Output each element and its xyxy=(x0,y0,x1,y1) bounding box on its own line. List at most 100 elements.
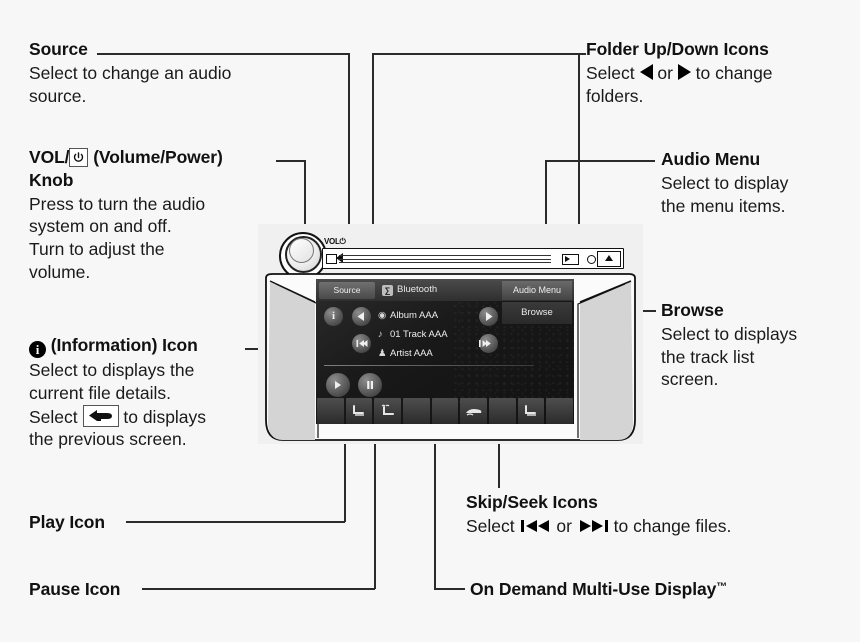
pause-icon-button[interactable] xyxy=(358,373,382,397)
track-row: ◉Album AAA xyxy=(378,310,438,321)
skip-back-icon-button[interactable] xyxy=(352,334,371,353)
leader-folder2-h xyxy=(372,53,578,55)
track-row-text: Album AAA xyxy=(390,310,439,321)
source-button[interactable]: Source xyxy=(319,282,375,299)
front-defrost-icon xyxy=(465,409,482,416)
callout-folder-suffix: to change xyxy=(690,62,773,83)
track-row: ♟Artist AAA xyxy=(378,348,433,359)
callout-browse-line: Select to displays xyxy=(661,323,798,344)
callout-vol-power: VOL/ (Volume/Power) Knob Press to turn t… xyxy=(29,146,223,284)
information-icon-button[interactable]: i xyxy=(324,307,343,326)
callout-browse-line: the track list xyxy=(661,346,755,367)
callout-browse-line: screen. xyxy=(661,369,719,390)
callout-vol-prefix: VOL/ xyxy=(29,147,70,167)
climate-button[interactable] xyxy=(403,398,430,424)
climate-button-bar[interactable] xyxy=(316,398,574,424)
knob-inner-face xyxy=(289,238,314,263)
callout-skip-seek-title: Skip/Seek Icons xyxy=(466,492,598,512)
leader-play-v xyxy=(344,394,346,522)
climate-button[interactable] xyxy=(546,398,574,424)
bluetooth-icon: ∑ xyxy=(382,285,393,296)
callout-information-body: Select to displays the current file deta… xyxy=(29,359,206,451)
callout-folder-line1: Select or to change xyxy=(586,62,773,85)
climate-button-seat-heater[interactable] xyxy=(517,398,545,424)
triangle-left-icon xyxy=(639,63,653,80)
slot-line xyxy=(339,255,551,257)
climate-button[interactable] xyxy=(317,398,344,424)
rear-defrost-icon xyxy=(381,404,394,415)
album-icon: ◉ xyxy=(378,310,387,321)
callout-information: i (Information) Icon Select to displays … xyxy=(29,334,206,451)
bluetooth-label: Bluetooth xyxy=(397,284,438,295)
callout-audio-menu: Audio Menu Select to display the menu it… xyxy=(661,148,788,217)
knob-label-text: VOL xyxy=(324,237,340,246)
browse-button[interactable]: Browse xyxy=(502,302,572,324)
track-row-text: 01 Track AAA xyxy=(390,329,448,340)
callout-browse-title: Browse xyxy=(661,300,724,320)
leader-source-h xyxy=(97,53,350,55)
callout-pause-icon: Pause Icon xyxy=(29,578,121,601)
callout-information-title-text: (Information) Icon xyxy=(50,335,198,355)
skip-forward-icon-button[interactable] xyxy=(479,334,498,353)
artist-icon: ♟ xyxy=(378,348,387,359)
skip-forward-icon xyxy=(577,517,609,540)
leader-folder-v xyxy=(578,53,580,275)
screen-divider xyxy=(324,365,534,367)
track-row-text: Artist AAA xyxy=(390,348,433,359)
leader-ondemand-v xyxy=(434,434,436,589)
callout-source-title: Source xyxy=(29,39,88,59)
callout-skip-or: or xyxy=(551,515,577,536)
leader-audiomenu-v xyxy=(545,160,547,280)
climate-button-rear-defrost[interactable] xyxy=(374,398,402,424)
callout-information-line-with-icon: Select to displays xyxy=(29,404,207,429)
callout-audio-menu-body: Select to display the menu items. xyxy=(661,172,788,218)
folder-down-icon-button[interactable] xyxy=(352,307,371,326)
callout-vol-power-body: Press to turn the audio system on and of… xyxy=(29,193,223,284)
eject-button[interactable] xyxy=(597,250,621,267)
triangle-right-icon xyxy=(677,63,691,80)
leader-pause-v xyxy=(374,394,376,589)
slot-line xyxy=(339,258,551,260)
callout-skip-prefix: Select xyxy=(466,515,520,536)
skip-back-icon xyxy=(520,517,552,540)
leader-audiomenu-h xyxy=(545,160,655,162)
callout-skip-suffix: to change files. xyxy=(608,515,732,536)
callout-audio-menu-title: Audio Menu xyxy=(661,149,761,169)
callout-information-suffix: to displays xyxy=(118,406,207,427)
callout-folder-title: Folder Up/Down Icons xyxy=(586,39,769,59)
callout-source-body: Select to change an audio source. xyxy=(29,62,231,108)
leader-pause-h xyxy=(142,588,375,590)
climate-button[interactable] xyxy=(489,398,516,424)
slot-right-tag-icon xyxy=(562,253,579,265)
callout-folder-up-down: Folder Up/Down Icons Select or to change… xyxy=(586,38,773,107)
climate-button[interactable] xyxy=(431,398,459,424)
climate-button-seat-heater[interactable] xyxy=(345,398,373,424)
callout-folder-line2: folders. xyxy=(586,85,644,106)
callout-on-demand-text: On Demand Multi-Use Display xyxy=(470,579,717,599)
folder-up-icon-button[interactable] xyxy=(479,307,498,326)
back-arrow-icon xyxy=(82,404,119,427)
play-icon-button[interactable] xyxy=(326,373,350,397)
callout-folder-body: Select or to change folders. xyxy=(586,62,773,108)
callout-play-icon-title: Play Icon xyxy=(29,512,105,532)
callout-skip-seek-body: Select or to change files. xyxy=(466,515,731,540)
audio-menu-button[interactable]: Audio Menu xyxy=(502,281,572,300)
information-icon: i xyxy=(29,341,46,358)
disc-slot[interactable] xyxy=(322,248,624,269)
callout-information-title: i (Information) Icon xyxy=(29,334,206,358)
track-row: ♪01 Track AAA xyxy=(378,329,448,340)
leader-ondemand-h xyxy=(434,588,465,590)
callout-information-prefix: Select xyxy=(29,406,83,427)
callout-on-demand-display-title: On Demand Multi-Use Display™ xyxy=(470,578,727,601)
slot-aux-jack-icon xyxy=(587,254,596,264)
callout-source-line: source. xyxy=(29,85,87,106)
leader-vol-h xyxy=(276,160,306,162)
climate-button-front-defrost[interactable] xyxy=(460,398,488,424)
trademark-symbol: ™ xyxy=(716,581,728,593)
callout-audio-menu-line: the menu items. xyxy=(661,195,786,216)
on-demand-multi-use-display[interactable]: Source ∑ Bluetooth ▌▌ Audio Menu Browse … xyxy=(316,279,574,424)
callout-pause-icon-title: Pause Icon xyxy=(29,579,121,599)
callout-audio-menu-line: Select to display xyxy=(661,172,789,193)
callout-vol-line: Press to turn the audio xyxy=(29,193,206,214)
callout-source-line: Select to change an audio xyxy=(29,62,232,83)
